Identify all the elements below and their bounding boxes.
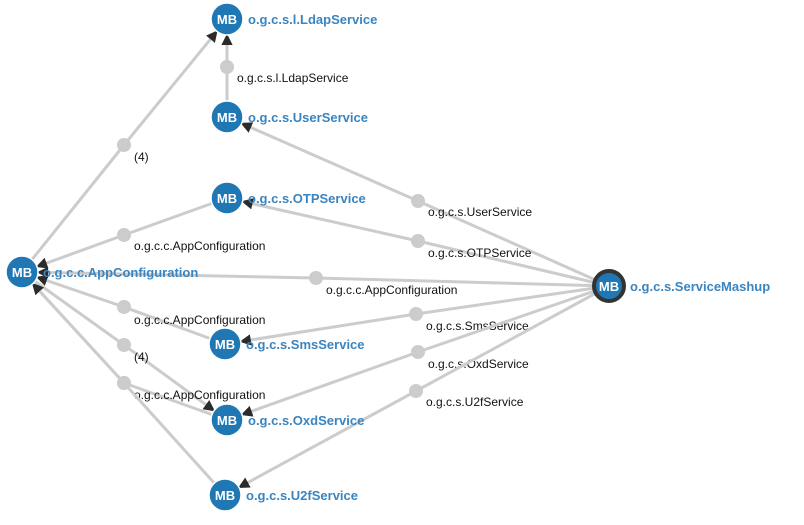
edge-label: o.g.c.s.l.LdapService bbox=[237, 71, 349, 85]
edge-midpoint-dot[interactable] bbox=[117, 376, 131, 390]
node-circle[interactable] bbox=[208, 478, 242, 512]
edge-midpoint-dot[interactable] bbox=[117, 138, 131, 152]
edge-label: o.g.c.c.AppConfiguration bbox=[134, 239, 265, 253]
edge-line bbox=[21, 270, 216, 412]
edge-otp_from_mashup: o.g.c.s.OTPService bbox=[241, 198, 610, 288]
node-circle[interactable] bbox=[208, 327, 242, 361]
edge-midpoint-dot[interactable] bbox=[117, 228, 131, 242]
node-circle[interactable] bbox=[210, 100, 244, 134]
edge-label: o.g.c.s.UserService bbox=[428, 205, 532, 219]
node-label[interactable]: o.g.c.s.OTPService bbox=[248, 191, 366, 206]
node-label[interactable]: o.g.c.s.OxdService bbox=[248, 413, 364, 428]
node-label[interactable]: o.g.c.s.SmsService bbox=[246, 337, 365, 352]
node-label[interactable]: o.g.c.c.AppConfiguration bbox=[43, 265, 198, 280]
edge-u2f_from_mashup: o.g.c.s.U2fService bbox=[237, 284, 610, 488]
edge-appconf_from_u2f bbox=[31, 282, 227, 497]
edge-midpoint-dot[interactable] bbox=[409, 307, 423, 321]
edge-midpoint-dot[interactable] bbox=[409, 384, 423, 398]
node-label[interactable]: o.g.c.s.l.LdapService bbox=[248, 12, 377, 27]
edges-layer: (4) o.g.c.s.l.LdapService o.g.c.s.UserServ… bbox=[20, 30, 610, 497]
edge-oxd_from_mashup: o.g.c.s.OxdService bbox=[240, 284, 610, 417]
edge-midpoint-dot[interactable] bbox=[220, 60, 234, 74]
node-label[interactable]: o.g.c.s.ServiceMashup bbox=[630, 279, 770, 294]
edge-ldap_from_appconf: (4) bbox=[20, 30, 218, 273]
edge-midpoint-dot[interactable] bbox=[117, 300, 131, 314]
edge-oxd_from_appconf: (4) bbox=[21, 270, 216, 412]
edge-appconf_from_sms: o.g.c.c.AppConfiguration bbox=[35, 275, 265, 346]
edge-user_from_mashup: o.g.c.s.UserService bbox=[240, 122, 610, 288]
edge-label: o.g.c.c.AppConfiguration bbox=[134, 388, 265, 402]
edge-label: o.g.c.s.OxdService bbox=[428, 357, 529, 371]
node-circle[interactable] bbox=[210, 403, 244, 437]
node-circle[interactable] bbox=[5, 255, 39, 289]
edge-label: (4) bbox=[134, 350, 149, 364]
node-circle[interactable] bbox=[210, 2, 244, 36]
edge-label: o.g.c.c.AppConfiguration bbox=[326, 283, 457, 297]
edge-midpoint-dot[interactable] bbox=[411, 234, 425, 248]
edge-midpoint-dot[interactable] bbox=[411, 345, 425, 359]
edge-label: o.g.c.s.OTPService bbox=[428, 246, 532, 260]
node-circle[interactable] bbox=[210, 181, 244, 215]
node-label[interactable]: o.g.c.s.U2fService bbox=[246, 488, 358, 503]
node-label[interactable]: o.g.c.s.UserService bbox=[248, 110, 368, 125]
edge-appconf_from_mashup: o.g.c.c.AppConfiguration bbox=[36, 266, 610, 297]
edge-appconf_from_otp: o.g.c.c.AppConfiguration bbox=[35, 196, 265, 269]
edge-label: o.g.c.s.U2fService bbox=[426, 395, 524, 409]
edge-midpoint-dot[interactable] bbox=[411, 194, 425, 208]
node-circle[interactable] bbox=[592, 269, 626, 303]
edge-midpoint-dot[interactable] bbox=[309, 271, 323, 285]
edge-line bbox=[237, 284, 610, 488]
edge-label: (4) bbox=[134, 150, 149, 164]
edge-label: o.g.c.c.AppConfiguration bbox=[134, 313, 265, 327]
edge-midpoint-dot[interactable] bbox=[117, 338, 131, 352]
